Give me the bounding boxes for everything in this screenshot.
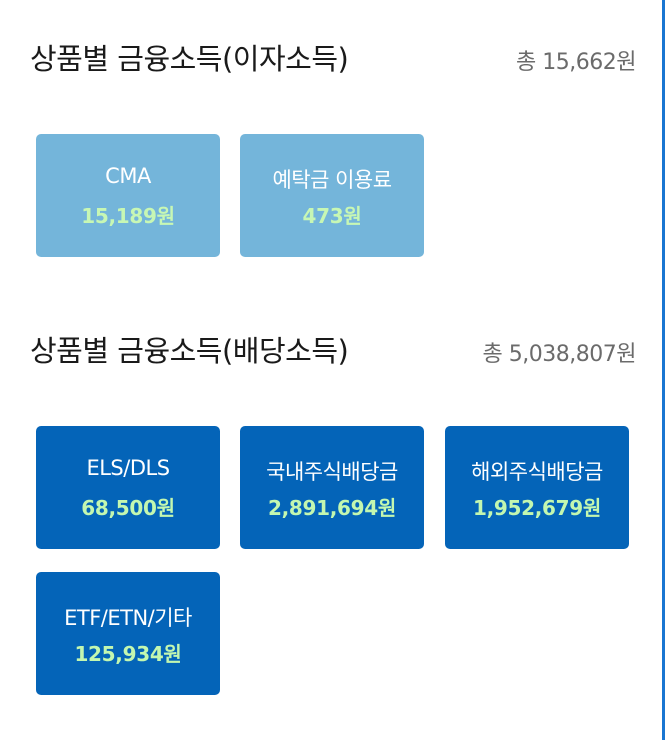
dividend-card-etf-etn-other[interactable]: ETF/ETN/기타 125,934원 xyxy=(36,572,220,695)
card-label: 예탁금 이용료 xyxy=(272,168,392,192)
interest-card-cma[interactable]: CMA 15,189원 xyxy=(36,134,220,257)
card-value: 473원 xyxy=(302,204,362,228)
card-label: 국내주식배당금 xyxy=(266,460,398,484)
card-value: 15,189원 xyxy=(81,204,175,228)
dividend-card-overseas-stock[interactable]: 해외주식배당금 1,952,679원 xyxy=(445,426,629,549)
interest-section-header: 상품별 금융소득(이자소득) 총 15,662원 xyxy=(0,36,662,86)
card-label: CMA xyxy=(105,164,151,188)
card-label: ETF/ETN/기타 xyxy=(64,606,192,630)
dividend-section-header: 상품별 금융소득(배당소득) 총 5,038,807원 xyxy=(0,328,662,378)
card-value: 68,500원 xyxy=(81,496,175,520)
card-value: 1,952,679원 xyxy=(472,496,601,520)
dividend-income-section: 상품별 금융소득(배당소득) 총 5,038,807원 ELS/DLS 68,5… xyxy=(0,328,662,695)
interest-section-title: 상품별 금융소득(이자소득) xyxy=(30,42,349,76)
card-label: ELS/DLS xyxy=(86,456,170,480)
dividend-section-title: 상품별 금융소득(배당소득) xyxy=(30,334,349,368)
dividend-card-els-dls[interactable]: ELS/DLS 68,500원 xyxy=(36,426,220,549)
card-value: 125,934원 xyxy=(74,642,182,666)
interest-card-deposit-fee[interactable]: 예탁금 이용료 473원 xyxy=(240,134,424,257)
interest-income-section: 상품별 금융소득(이자소득) 총 15,662원 CMA 15,189원 예탁금… xyxy=(0,36,662,257)
scroll-edge-accent xyxy=(662,0,665,740)
dividend-section-total: 총 5,038,807원 xyxy=(482,342,637,367)
dividend-card-domestic-stock[interactable]: 국내주식배당금 2,891,694원 xyxy=(240,426,424,549)
card-value: 2,891,694원 xyxy=(267,496,396,520)
interest-section-total: 총 15,662원 xyxy=(516,50,636,75)
card-label: 해외주식배당금 xyxy=(471,460,603,484)
